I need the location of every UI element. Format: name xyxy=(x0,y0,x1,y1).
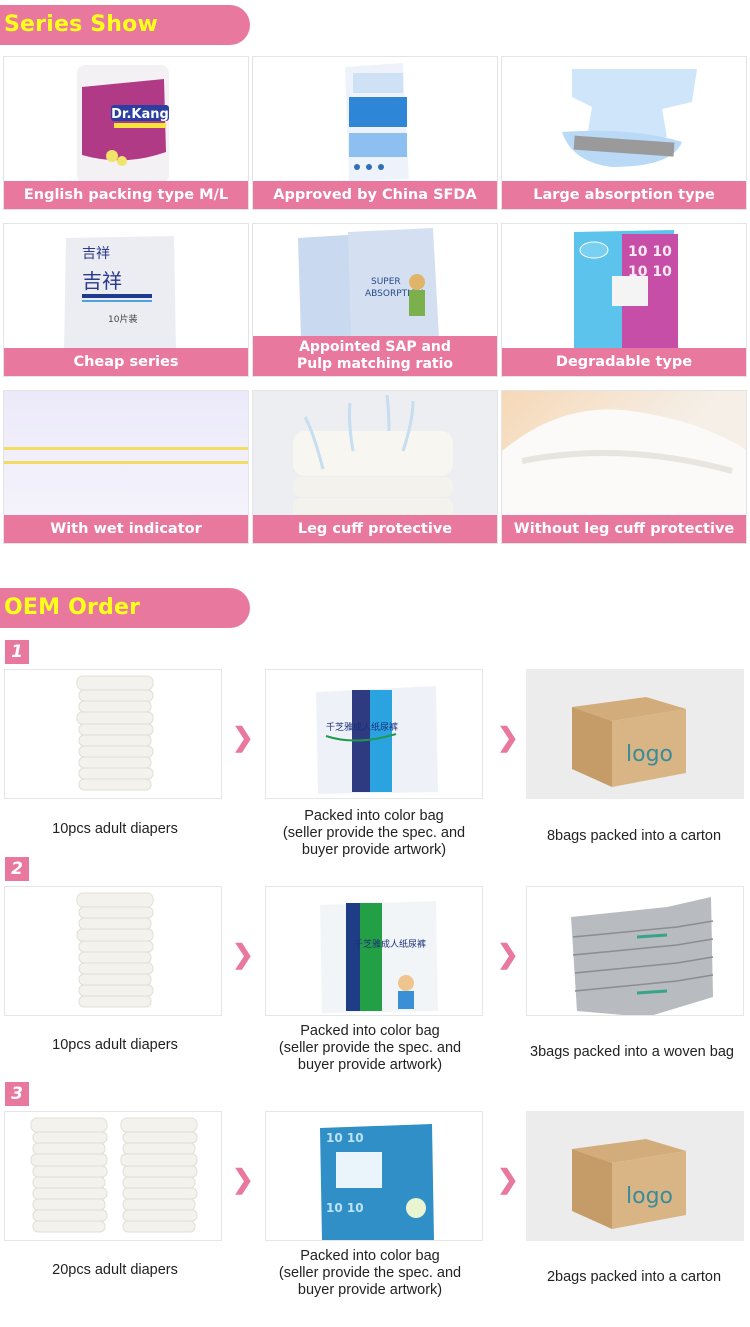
elastic-edge-closeup-image xyxy=(502,391,746,515)
arrow-right-icon: ❯ xyxy=(232,1164,254,1194)
stack-10pcs-image xyxy=(4,886,222,1016)
dr-kang-diaper-pack-image: Dr.Kang xyxy=(4,57,248,181)
color-bag-image: 千芝雅成人纸尿裤 xyxy=(265,886,483,1016)
arrow-right-icon: ❯ xyxy=(497,1164,519,1194)
series-caption: Appointed SAP and Pulp matching ratio xyxy=(253,336,497,376)
series-card-sap-pulp[interactable]: SUPER ABSORPTION Appointed SAP and Pulp … xyxy=(252,223,498,377)
arrow-right-icon: ❯ xyxy=(497,722,519,752)
stack-10pcs-image xyxy=(4,669,222,799)
svg-text:10 10: 10 10 xyxy=(628,244,672,260)
svg-text:SUPER: SUPER xyxy=(371,277,401,287)
svg-text:ABSORPTION: ABSORPTION xyxy=(365,289,424,299)
series-card-leg-cuff[interactable]: Leg cuff protective xyxy=(252,390,498,544)
stage3-label: 2bags packed into a carton xyxy=(546,1269,722,1285)
svg-text:Dr.Kang: Dr.Kang xyxy=(111,107,169,122)
step-2-badge: 2 xyxy=(5,857,29,881)
series-card-large-absorption[interactable]: Large absorption type xyxy=(501,56,747,210)
arrow-right-icon: ❯ xyxy=(232,939,254,969)
series-caption: With wet indicator xyxy=(4,515,248,543)
series-card-english-packing[interactable]: Dr.Kang English packing type M/L xyxy=(3,56,249,210)
series-show-banner: Series Show xyxy=(0,5,250,45)
breathable-diaper-stack-image xyxy=(253,391,497,515)
svg-text:10片装: 10片装 xyxy=(108,313,137,325)
series-card-wet-indicator[interactable]: With wet indicator xyxy=(3,390,249,544)
pink-blue-diaper-pack-image: 10 10 10 10 xyxy=(502,224,746,348)
series-card-cheap-series[interactable]: 吉祥 吉祥 10片装 Cheap series xyxy=(3,223,249,377)
stage1-label: 20pcs adult diapers xyxy=(52,1262,178,1278)
arrow-right-icon: ❯ xyxy=(497,939,519,969)
wet-indicator-closeup-image xyxy=(4,391,248,515)
svg-text:10 10: 10 10 xyxy=(326,1201,364,1215)
step-3-badge: 3 xyxy=(5,1082,29,1106)
stage1-label: 10pcs adult diapers xyxy=(52,1037,178,1053)
carton-box-image: logo xyxy=(526,669,744,799)
svg-text:千芝雅成人纸尿裤: 千芝雅成人纸尿裤 xyxy=(326,721,398,733)
svg-text:吉祥: 吉祥 xyxy=(82,269,122,293)
super-absorption-packs-image: SUPER ABSORPTION xyxy=(253,224,497,336)
stage3-label: 8bags packed into a carton xyxy=(546,828,722,844)
series-card-degradable[interactable]: 10 10 10 10 Degradable type xyxy=(501,223,747,377)
series-caption: Large absorption type xyxy=(502,181,746,209)
stage2-label: Packed into color bag (seller provide th… xyxy=(282,808,466,858)
oem-order-banner: OEM Order xyxy=(0,588,250,628)
carton-logo: logo xyxy=(626,742,673,767)
stage3-label: 3bags packed into a woven bag xyxy=(530,1044,734,1060)
color-bag-image: 10 10 10 10 xyxy=(265,1111,483,1241)
color-bag-image: 千芝雅成人纸尿裤 xyxy=(265,669,483,799)
stack-20pcs-image xyxy=(4,1111,222,1241)
arrow-right-icon: ❯ xyxy=(232,722,254,752)
series-caption: Degradable type xyxy=(502,348,746,376)
series-caption: Cheap series xyxy=(4,348,248,376)
oem-order-title: OEM Order xyxy=(4,595,141,620)
carton-box-image: logo xyxy=(526,1111,744,1241)
open-adult-diaper-image xyxy=(502,57,746,181)
step-1-badge: 1 xyxy=(5,640,29,664)
svg-text:吉祥: 吉祥 xyxy=(82,246,110,262)
blue-white-diaper-pack-image xyxy=(253,57,497,181)
svg-text:10 10: 10 10 xyxy=(326,1131,364,1145)
series-caption: Leg cuff protective xyxy=(253,515,497,543)
woven-bag-pallet-image xyxy=(526,886,744,1016)
series-caption: Approved by China SFDA xyxy=(253,181,497,209)
series-caption: English packing type M/L xyxy=(4,181,248,209)
stage2-label: Packed into color bag (seller provide th… xyxy=(278,1248,462,1298)
white-diaper-pack-image: 吉祥 吉祥 10片装 xyxy=(4,224,248,348)
stage2-label: Packed into color bag (seller provide th… xyxy=(278,1023,462,1073)
stage1-label: 10pcs adult diapers xyxy=(52,821,178,837)
series-card-without-leg-cuff[interactable]: Without leg cuff protective xyxy=(501,390,747,544)
carton-logo: logo xyxy=(626,1184,673,1209)
series-show-title: Series Show xyxy=(4,12,158,37)
svg-text:千芝雅成人纸尿裤: 千芝雅成人纸尿裤 xyxy=(354,938,426,950)
series-caption: Without leg cuff protective xyxy=(502,515,746,543)
series-card-approved-sfda[interactable]: Approved by China SFDA xyxy=(252,56,498,210)
